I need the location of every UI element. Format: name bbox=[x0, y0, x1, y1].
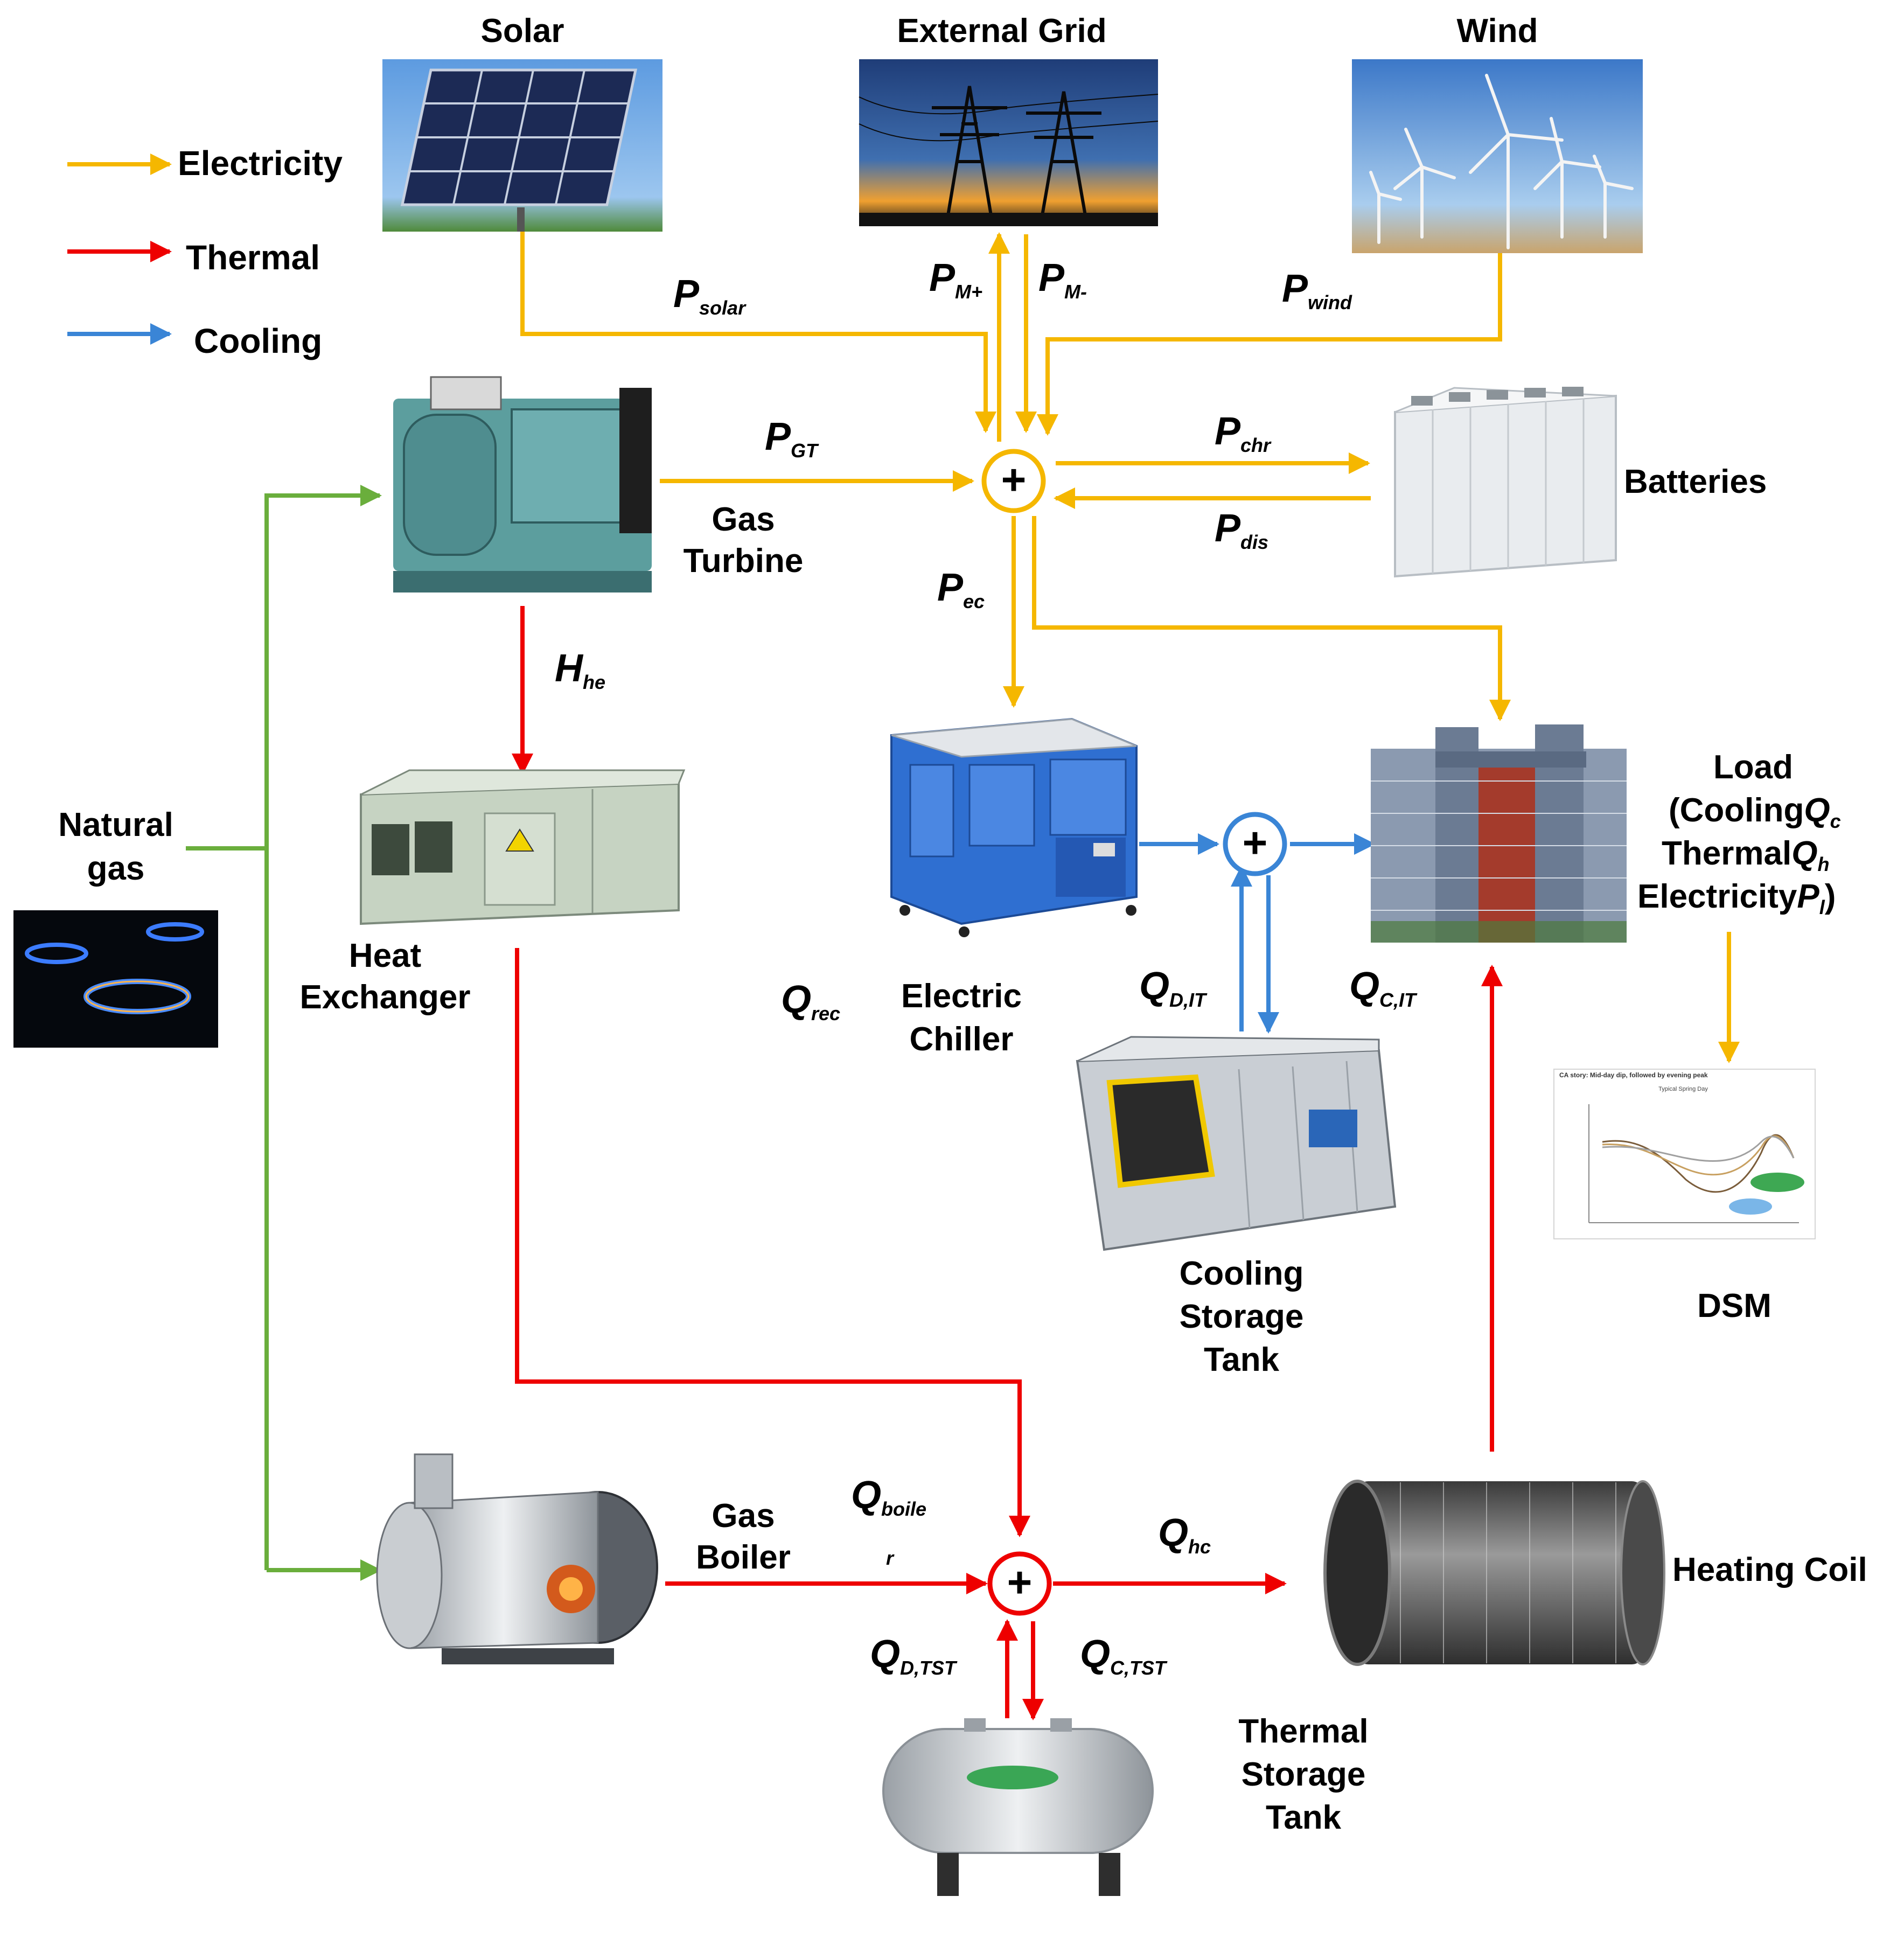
gas-boiler-label-2: Boiler bbox=[696, 1539, 791, 1576]
thermal-storage-label-3: Tank bbox=[1266, 1799, 1342, 1836]
var-q-d-it: QD,IT bbox=[1139, 965, 1208, 1011]
dsm-chart-title: CA story: Mid-day dip, followed by eveni… bbox=[1559, 1071, 1708, 1079]
svg-text:+: + bbox=[1001, 456, 1027, 504]
thermal-storage-label-1: Thermal bbox=[1238, 1713, 1368, 1750]
var-p-chr: Pchr bbox=[1215, 410, 1272, 456]
cooling-storage-label-3: Tank bbox=[1204, 1341, 1280, 1378]
var-q-hc: Qhc bbox=[1158, 1511, 1211, 1558]
cooling-storage-label-2: Storage bbox=[1180, 1298, 1304, 1335]
solar-flow bbox=[520, 232, 996, 433]
dsm-chart-image: CA story: Mid-day dip, followed by eveni… bbox=[1553, 1069, 1816, 1239]
svg-text:+: + bbox=[1007, 1558, 1033, 1606]
var-q-c-it: QC,IT bbox=[1349, 965, 1418, 1011]
cooling-storage-tank-image bbox=[1076, 1036, 1397, 1251]
var-p-ec: Pec bbox=[937, 566, 985, 612]
var-q-rec: Qrec bbox=[781, 978, 840, 1024]
heating-coil-image bbox=[1323, 1480, 1665, 1666]
grid-tower-image bbox=[859, 59, 1159, 226]
load-label-1: Load bbox=[1713, 749, 1793, 786]
legend-electricity-label: Electricity bbox=[178, 144, 343, 183]
var-q-c-tst: QC,TST bbox=[1080, 1633, 1168, 1679]
gas-flows bbox=[186, 485, 382, 1581]
load-building-image bbox=[1371, 724, 1627, 943]
load-thermal-text: ThermalQh bbox=[1662, 835, 1829, 875]
gas-boiler-label-1: Gas bbox=[712, 1497, 775, 1535]
wind-flow bbox=[1037, 253, 1502, 436]
electric-chiller-label-1: Electric bbox=[901, 978, 1022, 1015]
load-electricity-text: ElectricityPl) bbox=[1637, 878, 1836, 918]
gas-turbine-image bbox=[393, 376, 652, 592]
natural-gas-label-2: gas bbox=[87, 850, 145, 887]
load-label: Load (CoolingQc ThermalQh ElectricityPl) bbox=[1637, 749, 1841, 918]
dsm-label: DSM bbox=[1697, 1287, 1772, 1324]
heat-exchanger-image bbox=[360, 769, 686, 925]
battery-image bbox=[1394, 387, 1617, 578]
electric-chiller-image bbox=[890, 717, 1138, 937]
thermal-storage-label-2: Storage bbox=[1242, 1756, 1366, 1793]
gas-turbine-label-2: Turbine bbox=[684, 542, 804, 580]
electricity-flows bbox=[520, 232, 1740, 1063]
svg-text:+: + bbox=[1243, 819, 1268, 867]
gas-to-turbine bbox=[264, 485, 382, 1570]
gas-flame-image bbox=[13, 910, 218, 1048]
electric-junction: + bbox=[981, 449, 1046, 513]
solar-panel-image bbox=[382, 59, 662, 232]
var-p-m-minus: PM- bbox=[1038, 256, 1087, 303]
load-electricity-feed bbox=[1032, 516, 1511, 721]
gas-boiler-image bbox=[376, 1453, 658, 1664]
heat-exchanger-label-1: Heat bbox=[349, 937, 421, 974]
heat-exchanger-label-2: Exchanger bbox=[299, 979, 470, 1016]
gas-turbine-label-1: Gas bbox=[712, 501, 775, 538]
var-p-gt: PGT bbox=[765, 415, 819, 462]
wind-label: Wind bbox=[1457, 12, 1538, 50]
cooling-flows bbox=[1139, 833, 1376, 1034]
legend-cooling-label: Cooling bbox=[194, 322, 322, 360]
heating-coil-label: Heating Coil bbox=[1672, 1551, 1867, 1588]
var-p-m-plus: PM+ bbox=[929, 256, 982, 303]
thermal-junction: + bbox=[987, 1551, 1052, 1616]
external-grid-label: External Grid bbox=[897, 12, 1106, 50]
var-p-solar: Psolar bbox=[673, 273, 747, 319]
load-cooling-text: (CoolingQc bbox=[1669, 792, 1841, 832]
cooling-storage-label-1: Cooling bbox=[1180, 1255, 1304, 1292]
batteries-label: Batteries bbox=[1624, 463, 1767, 500]
legend-thermal-label: Thermal bbox=[186, 238, 320, 277]
wind-turbine-image bbox=[1352, 59, 1643, 253]
dsm-chart-subtitle: Typical Spring Day bbox=[1658, 1086, 1708, 1092]
var-p-wind: Pwind bbox=[1282, 267, 1352, 313]
legend: Electricity Thermal Cooling bbox=[67, 144, 343, 360]
natural-gas-label-1: Natural bbox=[58, 806, 173, 843]
var-q-d-tst: QD,TST bbox=[870, 1633, 958, 1679]
electric-chiller-label-2: Chiller bbox=[910, 1021, 1014, 1058]
thermal-flows bbox=[512, 606, 1503, 1720]
var-h-he: Hhe bbox=[555, 647, 605, 693]
thermal-storage-tank-image bbox=[882, 1718, 1154, 1896]
heat-exchanger-flow bbox=[515, 948, 1030, 1537]
var-q-boiler-tail: r bbox=[886, 1547, 895, 1569]
solar-label: Solar bbox=[480, 12, 564, 50]
var-p-dis: Pdis bbox=[1215, 507, 1268, 553]
var-q-boiler: Qboile bbox=[851, 1474, 926, 1520]
cooling-junction: + bbox=[1223, 812, 1287, 876]
